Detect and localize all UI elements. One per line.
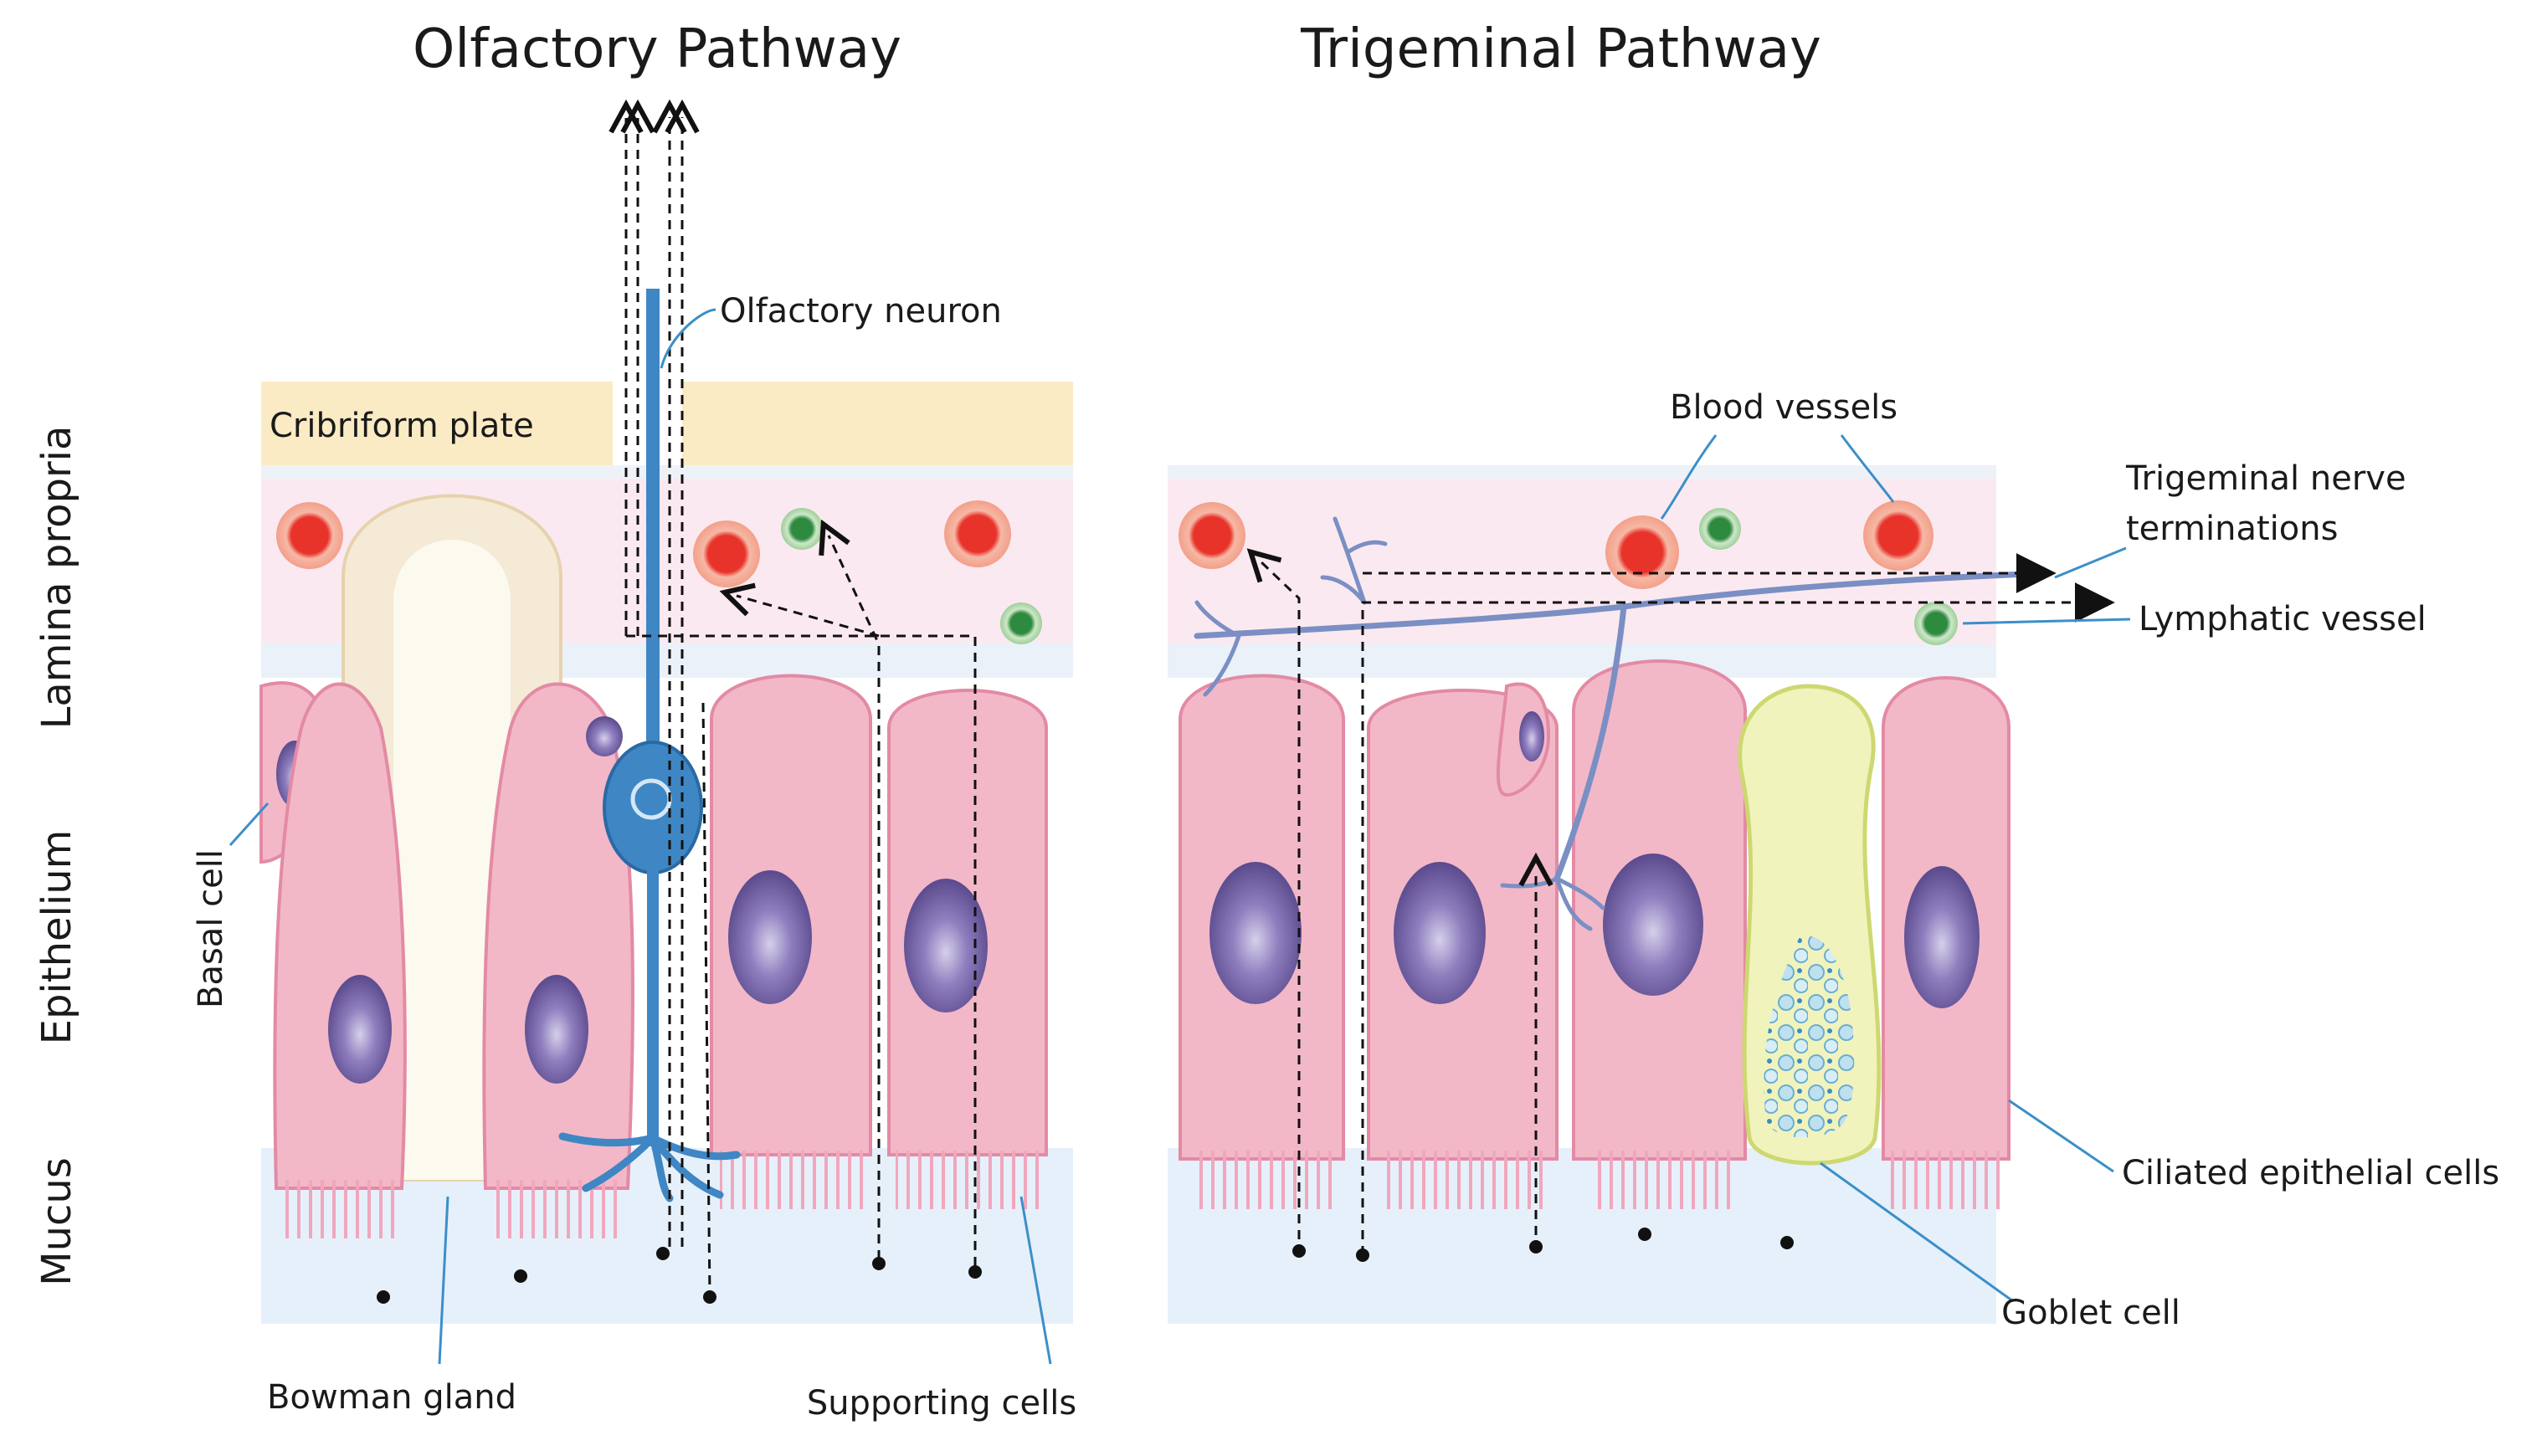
label-supporting-cells: Supporting cells — [807, 1384, 1076, 1423]
label-basal-cell: Basal cell — [192, 849, 230, 1008]
olfactory-panel: Cribriform plate — [192, 117, 1076, 1423]
particle — [1356, 1248, 1369, 1262]
supporting-cell-2-nucleus — [525, 975, 588, 1084]
trig-path-lymph — [1361, 582, 2115, 1255]
leader-blood-1 — [1660, 434, 1718, 520]
ciliated-cell-2-nucleus — [1394, 862, 1486, 1004]
label-blood-vessels: Blood vessels — [1670, 388, 1898, 427]
layer-label-mucus: Mucus — [33, 1157, 80, 1286]
title-trigeminal: Trigeminal Pathway — [1300, 18, 1821, 80]
leader-bowman-gland — [438, 1196, 449, 1365]
supporting-cell-1-nucleus — [328, 975, 392, 1084]
label-trigeminal-line2: terminations — [2126, 510, 2338, 548]
top-band-right — [1168, 465, 1996, 479]
blood-vessel-r1 — [1179, 502, 1245, 569]
label-ciliated-cells: Ciliated epithelial cells — [2122, 1154, 2499, 1192]
blood-vessel-l1 — [276, 502, 343, 569]
basement-band-right — [1168, 644, 1996, 678]
cilia-r4 — [1890, 1151, 2007, 1209]
supporting-cell-4-nucleus — [904, 879, 988, 1013]
cilia-1 — [285, 1180, 402, 1238]
paracellular-path — [701, 702, 711, 1296]
cribriform-plate — [261, 382, 613, 465]
ciliated-cell-4-nucleus — [1904, 866, 1980, 1008]
label-trigeminal-line1: Trigeminal nerve — [2125, 459, 2406, 498]
particle — [1529, 1240, 1543, 1253]
leader-olfactory-neuron — [660, 308, 716, 369]
leader-ciliated — [2008, 1099, 2114, 1173]
particle — [656, 1247, 670, 1260]
particle — [1638, 1228, 1651, 1241]
cribriform-plate-right — [682, 382, 1073, 465]
label-olfactory-neuron: Olfactory neuron — [720, 292, 1002, 331]
leader-supporting-cells — [1019, 1196, 1052, 1365]
supporting-cell-1 — [273, 682, 407, 1190]
label-lymphatic-vessel: Lymphatic vessel — [2139, 600, 2426, 638]
cilia-r2 — [1381, 1151, 1548, 1209]
lymphatic-vessel-l1 — [781, 508, 823, 550]
blood-vessel-l3 — [944, 500, 1011, 567]
small-cell-nucleus — [1519, 711, 1544, 761]
label-bowman-gland: Bowman gland — [267, 1378, 516, 1417]
cilia-4 — [896, 1151, 1042, 1209]
blood-vessel-r2 — [1605, 515, 1679, 589]
blood-path — [737, 596, 880, 638]
particle — [1780, 1236, 1794, 1249]
cilia-3 — [720, 1151, 866, 1209]
cilia-r1 — [1193, 1151, 1335, 1209]
leader-lymphatic — [1962, 618, 2131, 625]
particle — [968, 1265, 982, 1279]
cilia-2 — [494, 1180, 619, 1238]
lymphatic-vessel-r1 — [1699, 508, 1741, 550]
layer-label-epithelium: Epithelium — [33, 830, 80, 1045]
lamina-propria-right — [1168, 479, 1996, 646]
blood-vessel-l2 — [693, 520, 760, 587]
bowman-gland-duct — [393, 540, 511, 1180]
supporting-path — [626, 634, 977, 1268]
ciliated-cell-3-nucleus — [1603, 854, 1703, 996]
small-nucleus — [586, 716, 623, 756]
trig-path-blood — [1260, 561, 1301, 1255]
label-goblet-cell: Goblet cell — [2001, 1294, 2180, 1332]
supporting-cell-3-nucleus — [728, 870, 812, 1004]
trigeminal-nerve — [1194, 516, 2050, 931]
particle — [377, 1290, 390, 1304]
lymphatic-vessel-l2 — [1000, 602, 1042, 644]
particle — [872, 1257, 886, 1270]
layer-label-lamina-propria: Lamina propria — [33, 426, 80, 730]
lymphatic-vessel-r2 — [1914, 602, 1958, 645]
leader-goblet — [1820, 1161, 2014, 1303]
plate-band — [261, 465, 1073, 479]
olfactory-neuron — [558, 289, 741, 1202]
cilia-r3 — [1590, 1151, 1733, 1209]
goblet-cell-granules — [1764, 936, 1855, 1138]
blood-vessel-r3 — [1863, 500, 1933, 571]
supporting-cell-2 — [482, 682, 634, 1190]
title-olfactory: Olfactory Pathway — [413, 18, 901, 80]
leader-basal-cell — [229, 802, 270, 847]
leader-trigeminal — [2054, 546, 2127, 579]
ciliated-cell-1-nucleus — [1209, 862, 1302, 1004]
particle — [1292, 1244, 1306, 1258]
leader-blood-2 — [1840, 434, 1895, 503]
trigeminal-panel: Blood vessels Trigeminal nerve terminati… — [1168, 388, 2499, 1332]
particle — [514, 1269, 527, 1283]
label-cribriform-plate: Cribriform plate — [270, 407, 534, 445]
particle — [703, 1290, 716, 1304]
